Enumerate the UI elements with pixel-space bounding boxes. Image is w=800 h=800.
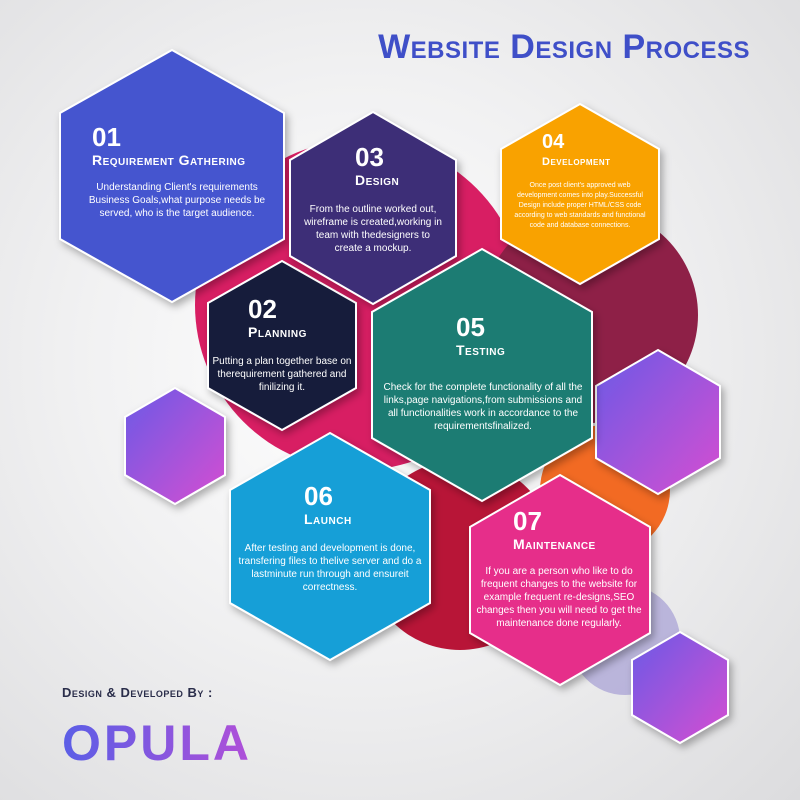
opula-logo: OPULA (62, 715, 252, 770)
step-number: 01 (92, 122, 121, 152)
step-number: 05 (456, 312, 485, 342)
step-05: 05 Testing Check for the complete functi… (378, 313, 588, 433)
step-hexagon-04 (500, 102, 660, 286)
step-number: 07 (513, 506, 542, 536)
logo-text: OPULA (62, 715, 252, 770)
deco-hexagon-left (124, 386, 226, 506)
step-number: 03 (355, 142, 384, 172)
step-description: Check for the complete functionality of … (383, 382, 583, 432)
step-number: 02 (248, 294, 277, 324)
step-description: Putting a plan together base on therequi… (212, 356, 352, 393)
step-number: 06 (304, 481, 333, 511)
step-hexagon-06 (229, 431, 431, 662)
credit-label: Design & Developed By : (62, 685, 213, 700)
step-description: If you are a person who like to do frequ… (476, 566, 642, 629)
step-01: 01 Requirement Gathering Understanding C… (82, 123, 272, 220)
step-title: Launch (304, 511, 352, 527)
step-description: From the outline worked out, wireframe i… (304, 204, 442, 254)
step-title: Design (355, 172, 400, 188)
step-hexagon-01 (59, 48, 285, 304)
step-02: 02 Planning Putting a plan together base… (212, 295, 352, 394)
step-title: Requirement Gathering (92, 152, 246, 168)
step-title: Planning (248, 324, 307, 340)
step-description: Understanding Client's requirements Busi… (88, 182, 266, 219)
deco-hexagon-bottom (631, 630, 729, 745)
step-06: 06 Launch After testing and development … (236, 482, 424, 594)
step-title: Development (542, 156, 611, 168)
step-description: Once post client's approved web developm… (514, 182, 646, 229)
step-hexagon-03 (289, 110, 457, 306)
step-title: Maintenance (513, 536, 596, 552)
step-hexagon-02 (207, 259, 357, 432)
step-title: Testing (456, 342, 506, 358)
step-number: 04 (542, 131, 565, 153)
step-hexagon-05 (371, 247, 593, 503)
step-03: 03 Design From the outline worked out, w… (303, 143, 443, 255)
step-hexagon-07 (469, 473, 651, 687)
page-title: Website Design Process (378, 28, 750, 66)
deco-hexagon-right (595, 348, 721, 496)
step-04: 04 Development Once post client's approv… (512, 131, 648, 231)
step-07: 07 Maintenance If you are a person who l… (473, 507, 645, 630)
step-description: After testing and development is done, t… (238, 543, 422, 593)
